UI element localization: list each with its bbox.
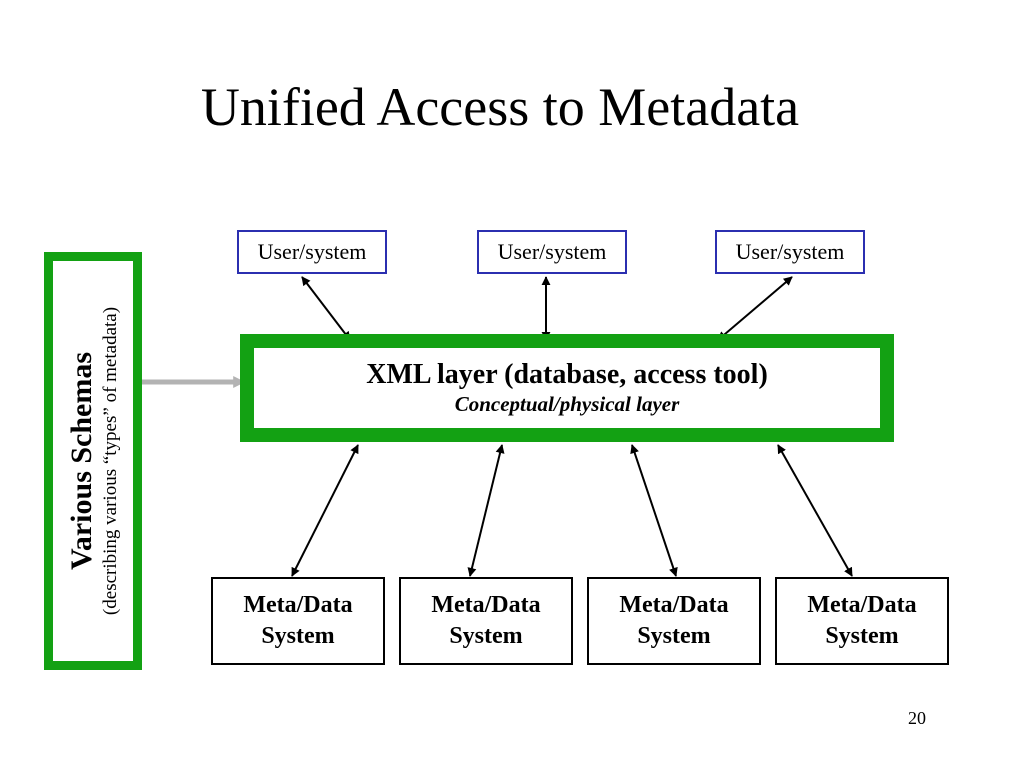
xml-layer-subtitle: Conceptual/physical layer [454, 392, 680, 417]
arrow-xml-system4 [777, 444, 853, 577]
arrow-xml-system3 [630, 444, 678, 577]
xml-layer-box: XML layer (database, access tool) Concep… [240, 334, 894, 442]
system-label-line1: Meta/Data [431, 591, 541, 618]
various-schemas-subtitle: (describing various “types” of metadata) [99, 306, 121, 616]
system-label-line2: System [637, 623, 711, 649]
various-schemas-title: Various Schemas [64, 351, 98, 571]
arrow-user3-xml [717, 276, 793, 341]
user-system-label: User/system [257, 239, 367, 264]
various-schemas-box: Various Schemas (describing various “typ… [44, 252, 142, 670]
arrow-xml-system1 [291, 444, 359, 577]
meta-data-system-box-2: Meta/Data System [399, 577, 573, 665]
page-number: 20 [908, 708, 926, 728]
system-label-line1: Meta/Data [619, 591, 729, 618]
user-system-label: User/system [497, 239, 607, 264]
system-label-line2: System [449, 623, 523, 649]
user-system-box-1: User/system [237, 230, 387, 274]
meta-data-system-box-1: Meta/Data System [211, 577, 385, 665]
user-system-box-3: User/system [715, 230, 865, 274]
meta-data-system-box-4: Meta/Data System [775, 577, 949, 665]
xml-layer-title: XML layer (database, access tool) [366, 358, 768, 390]
meta-data-system-box-3: Meta/Data System [587, 577, 761, 665]
system-label-line2: System [825, 623, 899, 649]
arrow-user1-xml [301, 276, 351, 341]
user-system-box-2: User/system [477, 230, 627, 274]
arrow-xml-system2 [467, 444, 505, 577]
system-label-line1: Meta/Data [807, 591, 917, 618]
various-schemas-text: Various Schemas (describing various “typ… [65, 261, 121, 661]
slide-title: Unified Access to Metadata [200, 77, 800, 137]
system-label-line1: Meta/Data [243, 591, 353, 618]
user-system-label: User/system [735, 239, 845, 264]
system-label-line2: System [261, 623, 335, 649]
